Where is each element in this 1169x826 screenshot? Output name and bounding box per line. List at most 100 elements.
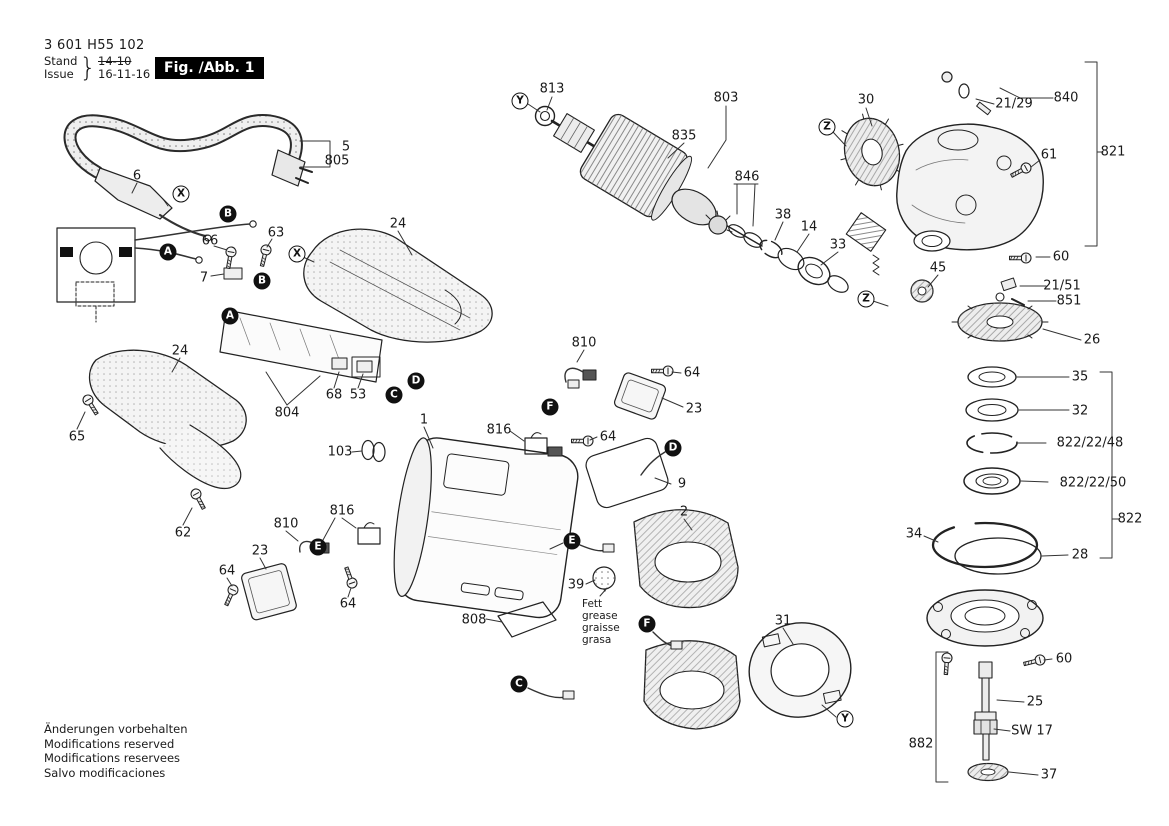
part-label-9: 9 <box>677 476 687 492</box>
issue-brace: } <box>79 53 96 83</box>
reference-letter-e: E <box>563 532 581 550</box>
part-label-60: 60 <box>1052 249 1070 265</box>
reference-letter-y: Y <box>511 92 529 110</box>
notice-line-fr: Modifications reservees <box>44 751 181 765</box>
part-label-7: 7 <box>199 270 209 286</box>
part-label-37: 37 <box>1040 767 1058 783</box>
cord-grip <box>94 167 212 242</box>
spindle-gear <box>967 762 1009 782</box>
part-label-35: 35 <box>1071 369 1089 385</box>
part-label-62: 62 <box>174 525 192 541</box>
document-header: 3 601 H55 102 Stand Issue } 14-10 16-11-… <box>44 38 150 81</box>
part-label-6: 6 <box>132 168 142 184</box>
issue-label: Issue <box>44 67 74 81</box>
part-label-14: 14 <box>800 219 818 235</box>
bearing-flange <box>926 589 1044 647</box>
seal-plate <box>497 601 557 638</box>
handle-grip <box>88 349 247 489</box>
field-stator-lower <box>643 640 741 730</box>
part-label-61: 61 <box>1040 147 1058 163</box>
part-label-SW-17: SW 17 <box>1011 723 1053 739</box>
issue-info: Stand Issue } 14-10 16-11-16 <box>44 53 151 83</box>
part-label-851: 851 <box>1056 293 1082 309</box>
reference-letter-f: F <box>638 615 656 633</box>
part-label-64: 64 <box>683 365 701 381</box>
part-label-53: 53 <box>349 387 367 403</box>
crown-gear <box>840 113 904 191</box>
part-label-822-22-50: 822/22/50 <box>1059 475 1127 491</box>
part-label-810: 810 <box>273 516 299 532</box>
part-label-21-29: 21/29 <box>995 96 1033 112</box>
part-label-30: 30 <box>857 92 875 108</box>
part-label-60: 60 <box>1055 651 1073 667</box>
catalog-number: 3 601 H55 102 <box>44 38 145 53</box>
part-label-822-22-48: 822/22/48 <box>1056 435 1124 451</box>
notice-line-es: Salvo modificaciones <box>44 765 166 780</box>
reference-letter-d: D <box>664 439 682 457</box>
part-label-32: 32 <box>1071 403 1089 419</box>
reference-letter-f: F <box>541 398 559 416</box>
part-label-813: 813 <box>539 81 565 97</box>
part-label-840: 840 <box>1053 90 1079 106</box>
reference-letter-x: X <box>288 245 306 263</box>
part-label-24: 24 <box>171 343 189 359</box>
grease-note: Fett grease graisse grasa <box>582 598 620 646</box>
part-label-810: 810 <box>571 335 597 351</box>
reference-letter-c: C <box>510 675 528 693</box>
part-label-26: 26 <box>1083 332 1101 348</box>
part-label-882: 882 <box>908 736 934 752</box>
intermediate-gear <box>910 277 1025 306</box>
reference-letter-b: B <box>253 272 271 290</box>
part-label-24: 24 <box>389 216 407 232</box>
part-label-64: 64 <box>339 596 357 612</box>
reference-letter-z: Z <box>818 118 836 136</box>
part-label-808: 808 <box>461 612 487 628</box>
part-label-65: 65 <box>68 429 86 445</box>
part-label-31: 31 <box>774 613 792 629</box>
top-cover <box>303 228 493 343</box>
reference-letter-b: B <box>219 205 237 223</box>
part-label-23: 23 <box>251 543 269 559</box>
part-label-63: 63 <box>267 225 285 241</box>
part-label-805: 805 <box>324 153 350 169</box>
grease-plug <box>592 566 616 590</box>
modifications-notice: Änderungen vorbehalten Modifications res… <box>44 722 188 780</box>
part-label-2: 2 <box>679 504 689 520</box>
part-label-64: 64 <box>218 563 236 579</box>
part-label-38: 38 <box>774 207 792 223</box>
leader-lines <box>76 61 1120 783</box>
new-issue-date: 16-11-16 <box>98 67 151 81</box>
gear-housing <box>896 71 1044 252</box>
part-label-803: 803 <box>713 90 739 106</box>
part-label-33: 33 <box>829 237 847 253</box>
reference-letter-e: E <box>309 538 327 556</box>
stand-label: Stand <box>44 54 78 68</box>
motor-housing <box>393 437 579 619</box>
part-label-68: 68 <box>325 387 343 403</box>
part-label-64: 64 <box>599 429 617 445</box>
part-label-103: 103 <box>327 444 353 460</box>
part-label-21-51: 21/51 <box>1043 278 1081 294</box>
part-label-39: 39 <box>567 577 585 593</box>
part-label-821: 821 <box>1100 144 1126 160</box>
part-label-34: 34 <box>905 526 923 542</box>
part-label-816: 816 <box>329 503 355 519</box>
air-baffle <box>585 437 669 509</box>
part-label-822: 822 <box>1117 511 1143 527</box>
figure-label: Fig. /Abb. 1 <box>155 57 264 79</box>
grease-note-line: grasa <box>582 634 612 646</box>
brush-plate <box>748 622 852 718</box>
armature-assembly <box>534 105 887 293</box>
reference-letter-y: Y <box>836 710 854 728</box>
part-label-835: 835 <box>671 128 697 144</box>
reference-letter-a: A <box>159 243 177 261</box>
part-label-816: 816 <box>486 422 512 438</box>
part-label-23: 23 <box>685 401 703 417</box>
field-stator-upper <box>633 509 739 609</box>
part-label-5: 5 <box>341 139 351 155</box>
reference-letter-x: X <box>172 185 190 203</box>
grease-note-line: Fett <box>582 598 603 610</box>
part-label-66: 66 <box>201 233 219 249</box>
